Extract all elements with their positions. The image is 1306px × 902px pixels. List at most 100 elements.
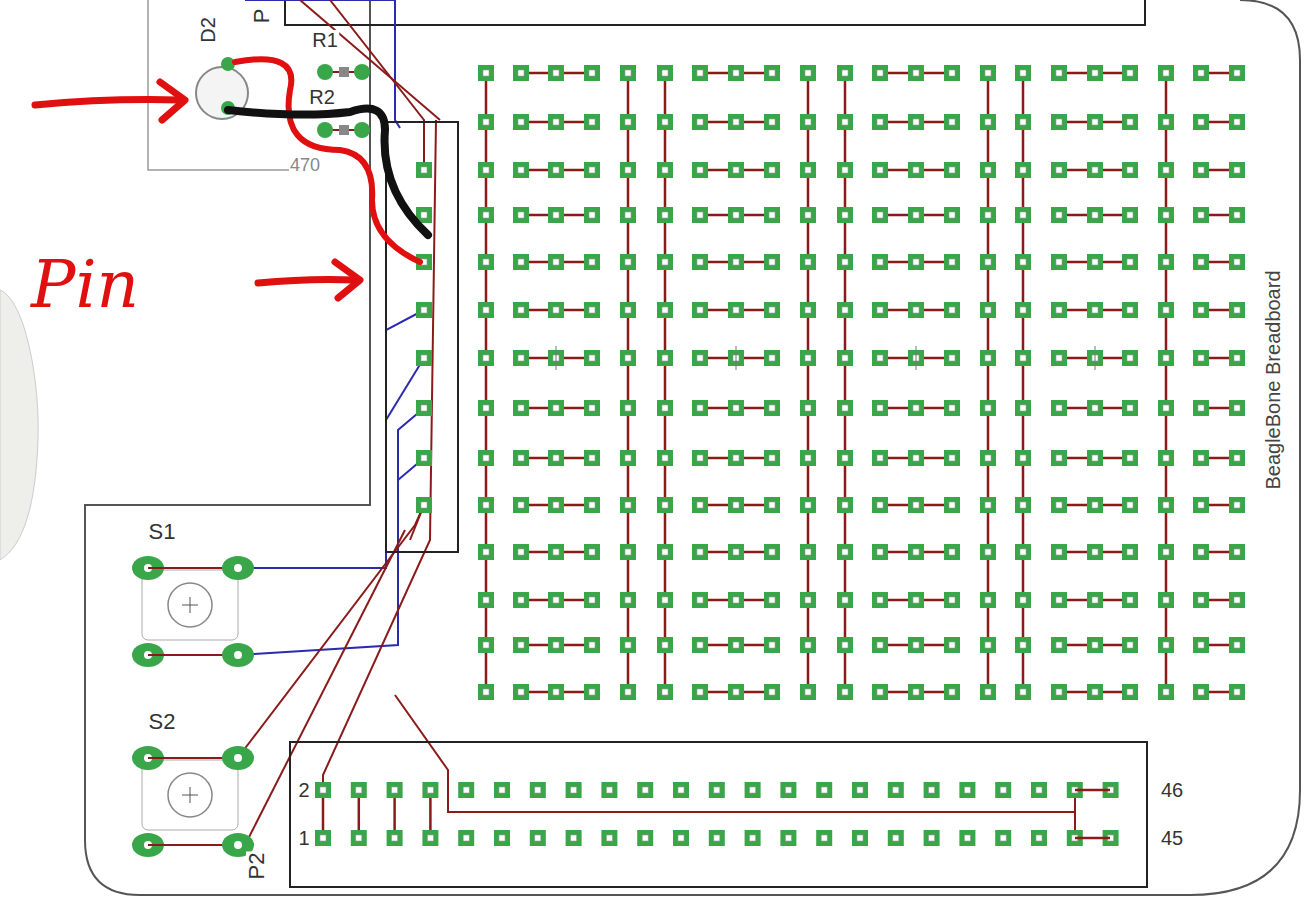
pad-hole: [1020, 455, 1026, 461]
pad-hole: [463, 787, 469, 793]
pad: [601, 782, 617, 798]
pad-hole: [877, 355, 883, 361]
pin-trace: [1075, 837, 1110, 840]
pad-hole: [1092, 307, 1098, 313]
pad: [692, 497, 708, 513]
pad-hole: [392, 787, 398, 793]
pad: [888, 830, 904, 846]
pad: [513, 114, 529, 130]
pad: [692, 544, 708, 560]
pad: [416, 400, 432, 416]
pad-hole: [1000, 787, 1006, 793]
pad-hole: [1198, 549, 1204, 555]
pad: [513, 497, 529, 513]
pad-hole: [518, 307, 524, 313]
pad-hole: [1198, 119, 1204, 125]
pad: [620, 497, 636, 513]
pad: [584, 450, 600, 466]
pad-hole: [553, 597, 559, 603]
pad: [584, 207, 600, 223]
pad: [478, 207, 494, 223]
pad: [1193, 684, 1209, 700]
pad-hole: [893, 787, 899, 793]
pad: [1051, 450, 1067, 466]
pad-hole: [1234, 502, 1240, 508]
pad-hole: [625, 167, 631, 173]
pad: [959, 782, 975, 798]
pad-hole: [1163, 642, 1169, 648]
pad-hole: [421, 167, 427, 173]
pad: [548, 65, 564, 81]
pad-hole: [518, 70, 524, 76]
pad-hole: [842, 642, 848, 648]
pad-hole: [1198, 70, 1204, 76]
pad: [728, 162, 744, 178]
pad: [1087, 162, 1103, 178]
pad-hole: [483, 689, 489, 695]
pad: [837, 114, 853, 130]
pad-hole: [769, 642, 775, 648]
pad-hole: [877, 405, 883, 411]
pad: [837, 497, 853, 513]
pad-hole: [1198, 455, 1204, 461]
pad-hole: [769, 259, 775, 265]
pad: [584, 592, 600, 608]
pad: [317, 122, 333, 138]
pad-hole: [985, 119, 991, 125]
blue-trace: [238, 408, 424, 655]
pad-hole: [805, 455, 811, 461]
pad-hole: [949, 405, 955, 411]
pad: [728, 302, 744, 318]
pad-hole: [483, 119, 489, 125]
pad: [1193, 114, 1209, 130]
pad-hole: [589, 212, 595, 218]
pad-hole: [553, 502, 559, 508]
pad: [1229, 497, 1245, 513]
pad: [513, 637, 529, 653]
pad-hole: [518, 642, 524, 648]
pad-hole: [606, 835, 612, 841]
pad-hole: [518, 549, 524, 555]
pad: [1229, 302, 1245, 318]
pad: [620, 592, 636, 608]
pad: [692, 65, 708, 81]
blue-trace: [238, 310, 424, 568]
pad-hole: [985, 549, 991, 555]
pad-hole: [625, 405, 631, 411]
pad-hole: [421, 405, 427, 411]
pad: [1193, 497, 1209, 513]
pad: [980, 684, 996, 700]
pad-hole: [733, 70, 739, 76]
pad: [800, 544, 816, 560]
pad: [494, 782, 510, 798]
pad: [728, 114, 744, 130]
pad: [1122, 400, 1138, 416]
pad: [908, 684, 924, 700]
pad-hole: [964, 835, 970, 841]
pad-hole: [662, 307, 668, 313]
pad-hole: [1163, 597, 1169, 603]
pad: [317, 64, 333, 80]
pad: [1158, 544, 1174, 560]
pad: [944, 684, 960, 700]
pad-hole: [697, 405, 703, 411]
breadboard-grid: [478, 65, 1245, 700]
pad: [944, 637, 960, 653]
pad: [1122, 254, 1138, 270]
pad-hole: [606, 787, 612, 793]
switch-body: [142, 760, 238, 830]
pad-hole: [1163, 689, 1169, 695]
pad: [908, 637, 924, 653]
pad-hole: [518, 212, 524, 218]
board-outline: [85, 0, 1300, 895]
pad: [620, 254, 636, 270]
pad-hole: [625, 70, 631, 76]
pad-hole: [697, 597, 703, 603]
pad-hole: [1092, 689, 1098, 695]
pad-hole: [697, 259, 703, 265]
handwritten-note: Pin: [30, 252, 140, 318]
pad-hole: [1198, 597, 1204, 603]
pad-hole: [553, 167, 559, 173]
pad-hole: [1234, 307, 1240, 313]
